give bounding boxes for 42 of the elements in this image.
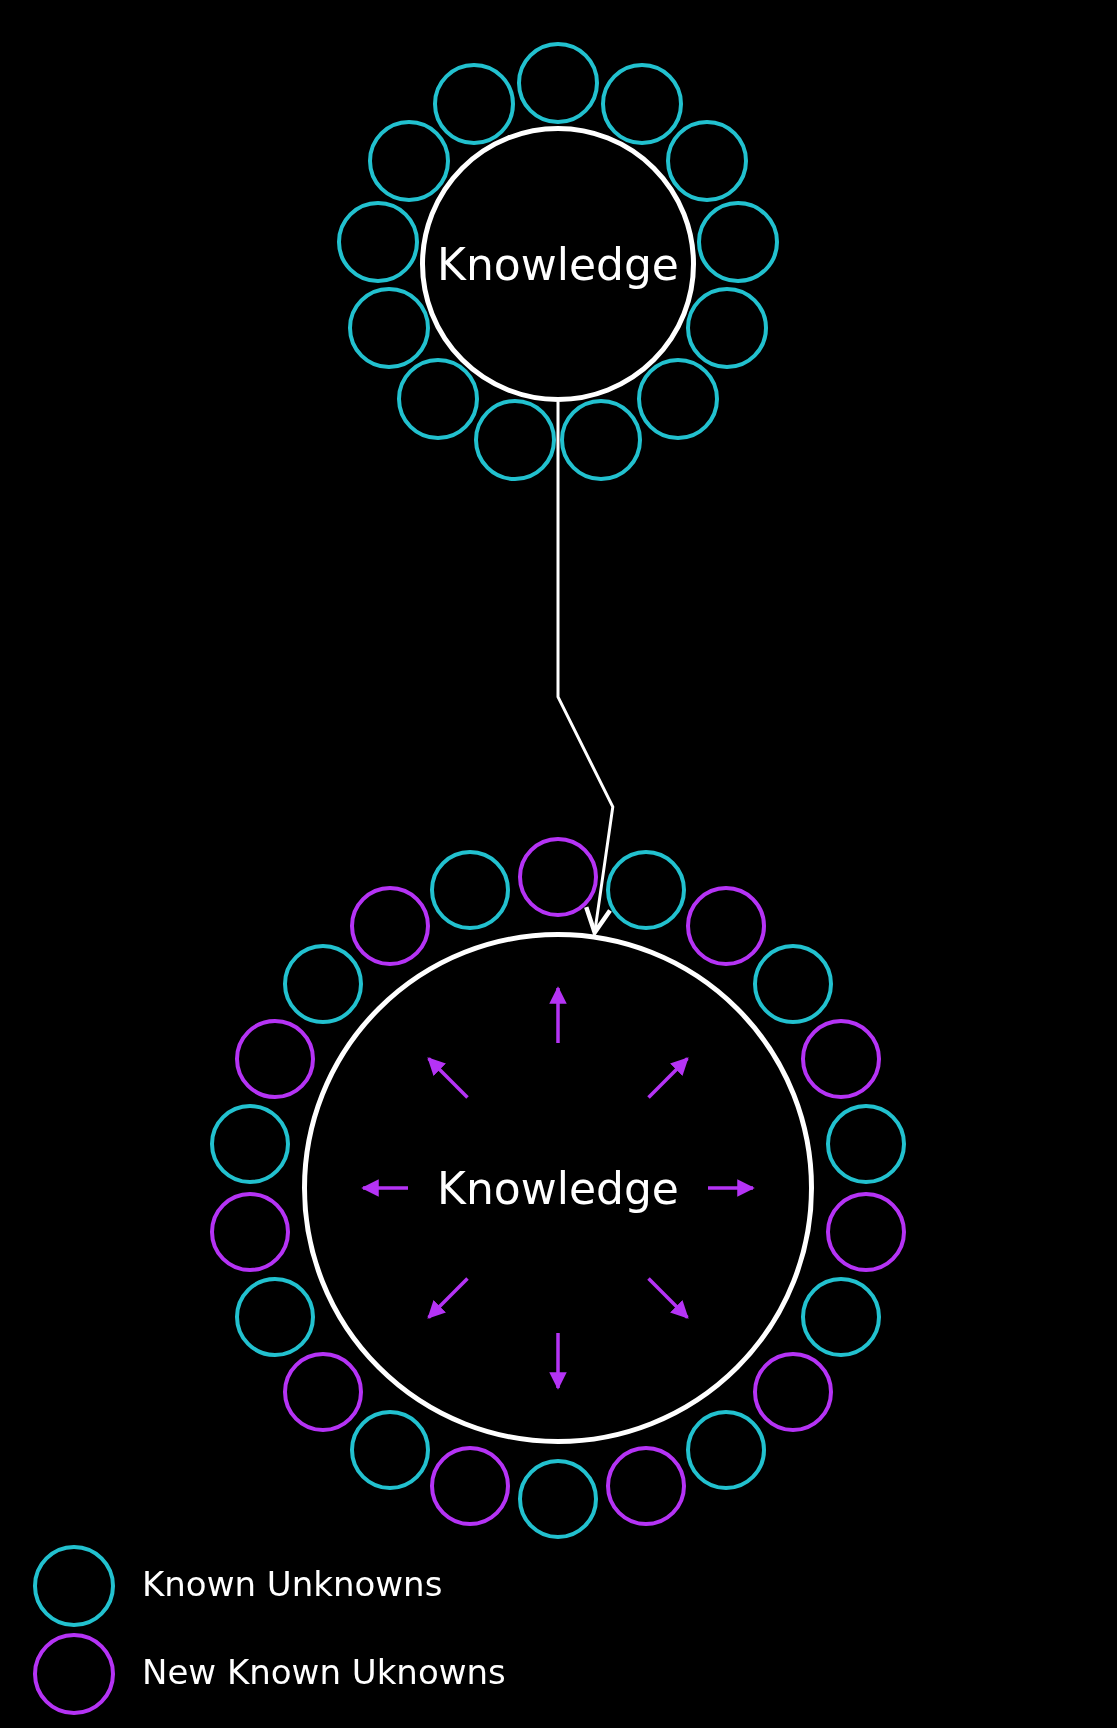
circle — [210, 1103, 291, 1184]
circle — [282, 1351, 363, 1432]
circle — [430, 1446, 511, 1527]
circle — [518, 837, 598, 917]
circle — [337, 201, 420, 284]
circle — [396, 358, 479, 441]
circle — [686, 1409, 767, 1490]
circle — [430, 849, 511, 930]
legend-label: New Known Uknowns — [142, 1652, 506, 1692]
circle — [800, 1277, 881, 1358]
circle — [601, 62, 684, 145]
circle — [825, 1103, 906, 1184]
circle — [432, 62, 515, 145]
circle — [665, 120, 748, 203]
circle — [347, 287, 430, 370]
circle — [518, 1459, 598, 1539]
circle — [605, 849, 686, 930]
knowledge-circle — [420, 126, 696, 402]
circle — [753, 1351, 834, 1432]
circle — [517, 42, 599, 124]
circle — [825, 1192, 906, 1273]
circle — [753, 944, 834, 1025]
circle — [560, 398, 643, 481]
circle — [349, 886, 430, 967]
circle — [282, 944, 363, 1025]
circle — [800, 1018, 881, 1099]
circle — [210, 1192, 291, 1273]
circle — [368, 120, 451, 203]
circle — [686, 287, 769, 370]
legend-label: Known Unknowns — [142, 1564, 443, 1604]
circle-label: Knowledge — [437, 1162, 679, 1214]
circle — [235, 1277, 316, 1358]
circle — [696, 201, 779, 284]
circle — [473, 398, 556, 481]
knowledge-circle — [302, 932, 814, 1444]
arrow — [556, 402, 615, 935]
circle — [349, 1409, 430, 1490]
circle-label: Knowledge — [437, 238, 679, 290]
circle — [235, 1018, 316, 1099]
circle — [637, 358, 719, 441]
circle — [605, 1446, 686, 1527]
circle — [686, 886, 767, 967]
